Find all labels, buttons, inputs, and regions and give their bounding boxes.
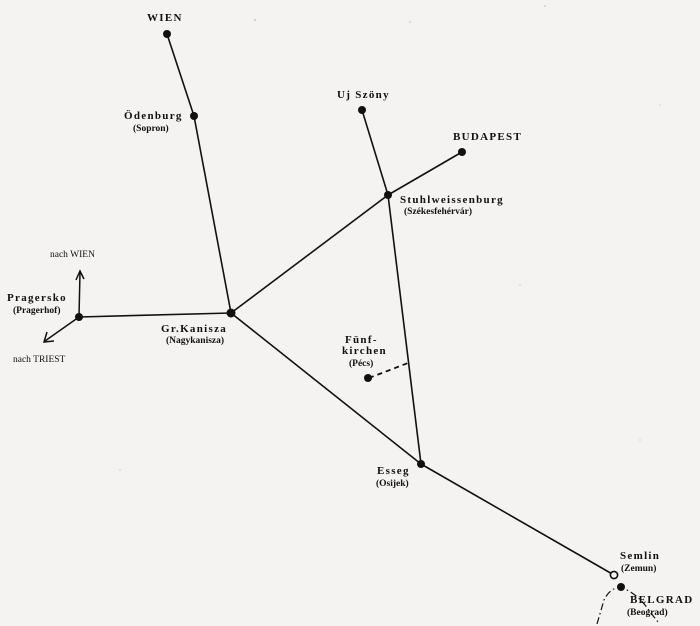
arrow-to-wien-head [75,269,85,281]
label-nagykanisza: (Nagykanisza) [166,335,224,346]
label-budapest: BUDAPEST [453,131,522,143]
label-pecs: (Pécs) [349,358,373,369]
label-pragersko: Pragersko [7,292,67,304]
label-pragerhof: (Pragerhof) [13,305,60,316]
line-wien-oedenburg [166,33,195,117]
label-szekesfehervar: (Székesfehérvár) [404,206,472,217]
label-stuhlweissenburg: Stuhlweissenburg [400,194,504,206]
label-kanisza: Gr.Kanisza [161,323,227,335]
station-semlin [609,570,619,580]
label-fuenf: Fünf- [345,334,378,346]
label-beograd: (Beograd) [627,607,668,618]
label-nach-wien: nach WIEN [50,250,95,260]
line-esseg-semlin [420,463,615,576]
station-pragersko [75,313,83,321]
label-sopron: (Sopron) [133,123,169,134]
station-belgrad [617,583,625,591]
label-semlin: Semlin [620,550,660,562]
label-ujszony: Uj Szöny [337,89,390,101]
line-ujszony-stuhlweissenburg [361,109,389,196]
arrow-to-triest [44,316,80,342]
line-kanisza-esseg [230,312,422,465]
direction-labels: nach WIEN nach TRIEST [13,250,95,365]
station-ujszony [358,106,366,114]
paper-specks [119,5,661,471]
label-kirchen: kirchen [342,345,387,357]
label-wien: WIEN [147,12,183,24]
direction-arrows [42,269,85,343]
station-wien [163,30,171,38]
label-zemun: (Zemun) [621,563,656,574]
line-kanisza-stuhlweissenburg [230,194,389,314]
label-belgrad: BELGRAD [630,594,694,606]
label-esseg: Esseg [377,465,410,477]
station-stuhlweissenburg [384,191,392,199]
line-stuhlweissenburg-esseg [387,194,422,465]
station-budapest [458,148,466,156]
station-fuenfkirchen [364,374,372,382]
station-esseg [417,460,425,468]
railway-lines [78,33,615,576]
arrow-to-wien [78,271,81,318]
label-nach-triest: nach TRIEST [13,355,66,365]
line-stuhlweissenburg-budapest [387,151,463,196]
arrow-to-triest-head [42,331,55,343]
label-osijek: (Osijek) [376,478,409,489]
border-line [596,587,659,625]
station-oedenburg [190,112,198,120]
line-pragersko-kanisza [78,312,232,318]
place-labels: WIEN Ödenburg (Sopron) Uj Szöny BUDAPEST… [7,12,694,618]
label-oedenburg: Ödenburg [124,109,183,122]
station-kanisza [226,308,236,318]
stations [75,30,625,591]
line-oedenburg-kanisza [193,115,232,314]
line-fuenfkirchen-branch [368,362,409,379]
